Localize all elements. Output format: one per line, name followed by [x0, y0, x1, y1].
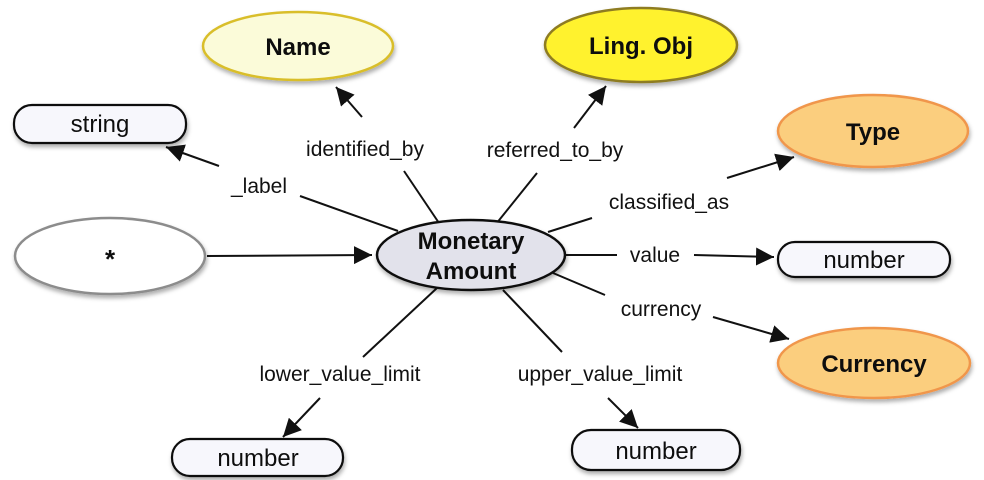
node-monetary-amount: Monetary Amount: [375, 218, 567, 292]
edge-label-_label: _label: [230, 175, 287, 198]
node-name: Name: [201, 10, 395, 82]
edge-upper-value-limit-arrow-line: [607, 397, 639, 429]
ling-obj-ellipse: [543, 6, 739, 84]
ling-obj-label: Ling. Obj: [589, 33, 693, 60]
number-lower-label: number: [217, 445, 298, 472]
edge-referred-to-by-arrow-line: [573, 85, 607, 129]
edge-currency-inner-line: [552, 272, 606, 296]
name-label: Name: [265, 34, 330, 61]
number-upper-label: number: [615, 438, 696, 465]
edge-identified-by-inner-line: [403, 170, 442, 227]
node-ling-obj: Ling. Obj: [543, 6, 739, 84]
monetary-amount-ellipse: [375, 218, 567, 292]
node-star: *: [13, 216, 207, 296]
number-lower-box: [170, 437, 345, 478]
currency-label: Currency: [821, 351, 927, 378]
currency-ellipse: [776, 326, 972, 400]
edge-lower-value-limit-inner-line: [362, 287, 438, 358]
monetary-amount-label-line1: Monetary: [418, 228, 525, 255]
number-upper-box: [570, 428, 742, 472]
node-number-lower: number: [170, 437, 345, 478]
diagram-nodes: Name Ling. Obj Type Currency * Monetary …: [12, 6, 972, 478]
edge-label-classified-as: classified_as: [609, 191, 729, 214]
edge-label-identified-by: identified_by: [306, 138, 424, 161]
edge-value-arrow-line: [693, 247, 775, 266]
node-type: Type: [776, 93, 970, 169]
edge-currency-arrow-line: [712, 316, 790, 343]
edge-upper-value-limit-inner-line: [502, 289, 563, 353]
edge-star-to-monetary-amount-arrow: [206, 246, 373, 265]
string-box: [12, 103, 188, 145]
star-ellipse: [13, 216, 207, 296]
node-string: string: [12, 103, 188, 145]
string-label: string: [71, 111, 130, 138]
edge-labels: _label identified_by referred_to_by clas…: [230, 138, 729, 386]
edge-label-referred-to-by: referred_to_by: [487, 139, 624, 162]
edge-lower-value-limit-arrow-line: [282, 397, 321, 438]
edge-classified-as-arrow-line: [726, 153, 795, 179]
edge-label-value: value: [630, 244, 680, 267]
edge-identified-by-arrow-line: [335, 86, 363, 118]
node-number-value: number: [776, 240, 952, 279]
edge-referred-to-by-inner-line: [495, 172, 538, 225]
number-value-box: [776, 240, 952, 279]
monetary-amount-label-line2: Amount: [426, 258, 517, 285]
node-currency: Currency: [776, 326, 972, 400]
name-ellipse: [201, 10, 395, 82]
type-label: Type: [846, 119, 900, 146]
edge-lines: [165, 85, 795, 438]
number-value-label: number: [823, 247, 904, 274]
edge-label-currency: currency: [621, 298, 702, 321]
edge-label-upper-value-limit: upper_value_limit: [518, 363, 683, 386]
node-number-upper: number: [570, 428, 742, 472]
edge-classified-as-inner-line: [547, 217, 593, 233]
edge-label-inner-line: [299, 195, 399, 232]
type-ellipse: [776, 93, 970, 169]
star-label: *: [105, 244, 116, 274]
edge-label-arrow-line: [165, 144, 220, 167]
edge-label-lower-value-limit: lower_value_limit: [259, 363, 420, 386]
